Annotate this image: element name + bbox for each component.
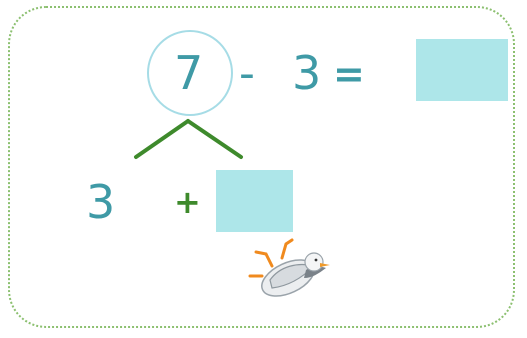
- tumbling-seagull-icon: [242, 232, 332, 302]
- first-part: 3: [86, 179, 115, 225]
- right-branch: [188, 121, 241, 157]
- plus-sign: +: [174, 186, 201, 218]
- missing-part-box[interactable]: [216, 170, 293, 232]
- left-branch: [136, 121, 188, 157]
